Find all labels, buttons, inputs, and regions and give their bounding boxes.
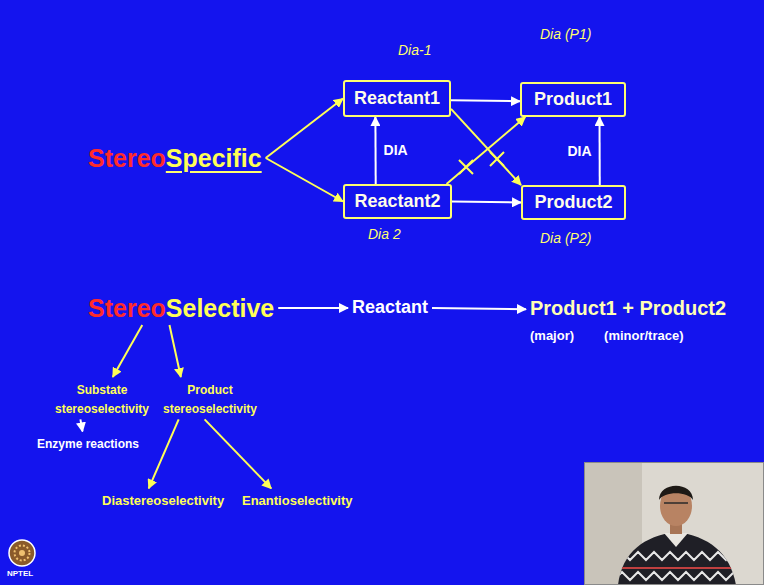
text-row: Substate stereoselectivity [52,379,152,417]
arrow-connector [452,202,521,203]
collar [664,533,688,547]
node-text: Specific [166,144,262,172]
arrow-connector [80,419,82,431]
node-text: Product1 [534,89,612,109]
hair [659,486,693,500]
text-row: Reactant1 [354,88,440,110]
arrow-connector [278,307,348,309]
handwritten-note: Dia-1 [398,42,431,59]
category-term: Product stereoselectivity [156,377,264,419]
node-text: Selective [166,294,274,322]
text-row: (major) (minor/trace) [530,325,726,344]
heading-term: StereoSpecific [84,141,266,175]
example-term: Enzyme reactions [33,431,143,454]
edge-label: DIA [568,143,592,160]
webcam-frame [585,463,764,585]
text-row: Diastereoselectivity [102,490,224,509]
logo-gear [15,546,30,561]
node-text: (major) [530,328,574,344]
node-text: Enzyme reactions [37,437,139,451]
sweater-pattern [614,552,740,580]
text-row: Enantioselectivity [242,490,353,509]
node-text: Product1 + Product2 [530,296,726,320]
reactant-box: Reactant2 [343,184,452,219]
node-text: Reactant2 [354,191,440,211]
text-row: Product stereoselectivity [160,379,260,417]
logo-ring [9,540,35,566]
node-text: Product stereoselectivity [163,383,257,416]
text-row: Product1 + Product2 [530,296,726,320]
node-text: Substate stereoselectivity [55,383,149,416]
node-text: Enantioselectivity [242,493,353,508]
text-row: Product1 [534,89,612,111]
text-row: Reactant [352,297,428,319]
product-box: Product2 [521,185,626,220]
text-row: StereoSelective [88,293,274,323]
arrow-connector [451,99,520,102]
node-text: Stereo [88,294,166,322]
node-text: Stereo [88,144,166,172]
zigzag-stripe [614,572,734,580]
webcam-background [584,462,764,585]
arrow-connector [266,99,343,159]
reactant-term: Reactant [348,295,432,321]
arrow-connector [169,325,180,377]
arrow-connector [266,158,343,202]
arrow-connector [374,117,376,184]
text-row: Enzyme reactions [37,433,139,452]
handwritten-note: Dia (P1) [540,26,591,43]
logo-center [19,550,25,556]
node-text: Reactant1 [354,88,440,108]
heading-term: StereoSelective [84,291,278,325]
arrow-connector [205,419,272,488]
webcam-inset [584,462,764,585]
node-text: Reactant [352,297,428,317]
node-text: Product2 [534,192,612,212]
arrow-connector [149,419,179,488]
product-box: Product1 [520,82,626,117]
reactant-box: Reactant1 [343,80,451,117]
text-row: Product2 [534,192,612,214]
head [660,486,692,526]
red-stripe [614,567,740,569]
glasses [664,502,688,504]
node-text: (minor/trace) [604,328,683,344]
arrow-connector [432,308,526,309]
arrow-connector [451,109,521,185]
logo-caption: NPTEL [7,569,33,579]
zigzag-stripe [614,552,734,560]
subcategory-term: Diastereoselectivity [98,488,228,511]
handwritten-note: Dia 2 [368,226,401,243]
text-row: Reactant2 [354,191,440,213]
edge-label: DIA [384,142,408,159]
node-text: Diastereoselectivity [102,493,224,508]
category-term: Substate stereoselectivity [48,377,156,419]
text-row: StereoSpecific [88,143,262,173]
arrow-connector [447,117,526,184]
nptel-logo [9,540,35,566]
arrow-connector [113,325,142,377]
arrow-connector [599,117,601,185]
handwritten-note: Dia (P2) [540,230,591,247]
subcategory-term: Enantioselectivity [238,488,357,511]
product-term: Product1 + Product2 (major) (minor/trace) [526,294,730,346]
